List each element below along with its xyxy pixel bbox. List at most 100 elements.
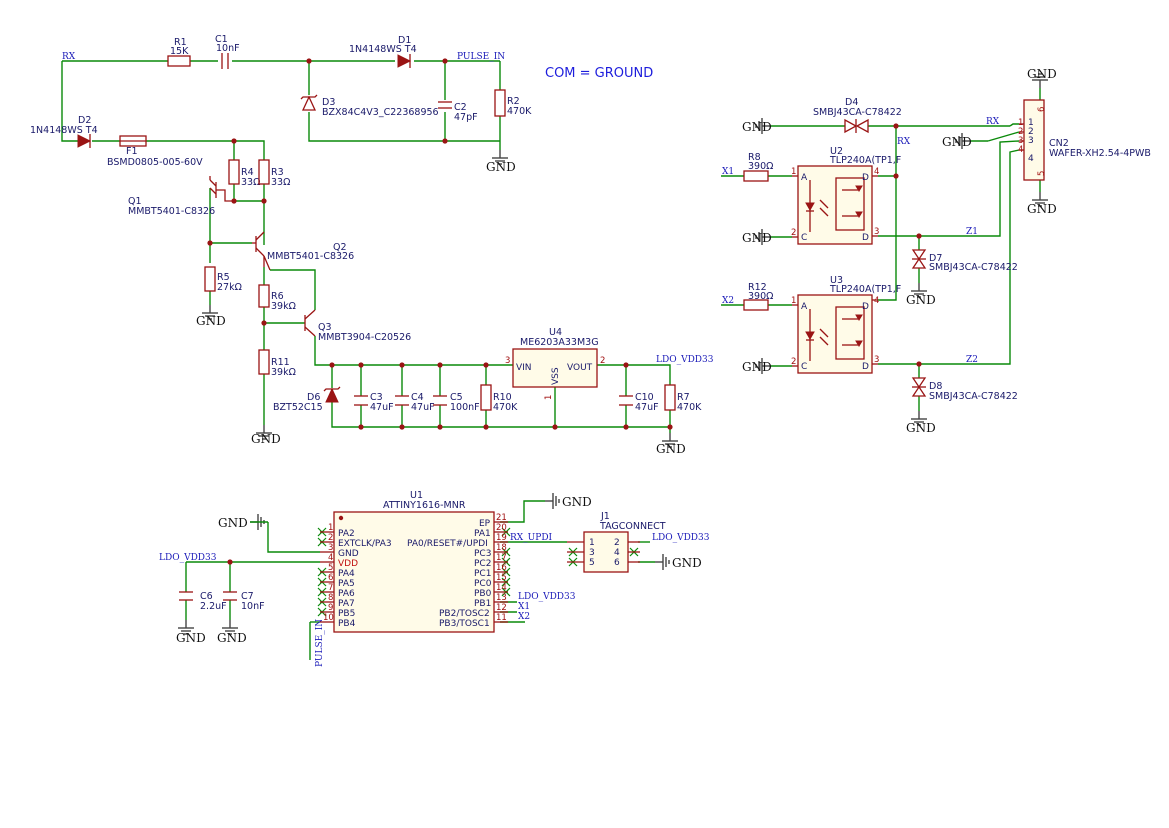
svg-text:19: 19 — [496, 533, 507, 543]
net-label-ldo-vdd33: LDO_VDD33 — [656, 355, 714, 365]
svg-text:PA5: PA5 — [338, 579, 355, 589]
svg-text:5: 5 — [328, 563, 333, 573]
svg-text:GND: GND — [1027, 202, 1057, 216]
svg-text:D6: D6 — [307, 392, 320, 403]
svg-text:2: 2 — [1018, 127, 1023, 137]
svg-text:GND: GND — [218, 516, 248, 530]
svg-text:1N4148WS T4: 1N4148WS T4 — [349, 44, 417, 55]
gnd-d8: GND — [906, 410, 936, 435]
capacitor-c4: C4 47uF — [395, 392, 435, 413]
svg-text:3: 3 — [1018, 136, 1023, 146]
svg-text:GND: GND — [251, 432, 281, 446]
svg-text:100nF: 100nF — [450, 402, 480, 413]
svg-text:GND: GND — [1027, 67, 1057, 81]
zener-d3: D3 BZX84C4V3_C22368956 — [300, 94, 439, 118]
svg-text:11: 11 — [496, 613, 507, 623]
svg-text:EP: EP — [479, 519, 491, 529]
svg-text:1: 1 — [589, 538, 595, 548]
capacitor-c6: C6 2.2uF — [179, 591, 227, 612]
svg-text:PA7: PA7 — [338, 599, 355, 609]
svg-text:R4: R4 — [241, 167, 254, 178]
svg-text:13: 13 — [496, 593, 507, 603]
svg-text:R8: R8 — [748, 152, 761, 163]
svg-text:SMBJ43CA-C78422: SMBJ43CA-C78422 — [813, 107, 902, 118]
svg-text:3: 3 — [328, 543, 333, 553]
input-section-wires — [61, 60, 671, 433]
svg-text:1: 1 — [791, 296, 796, 306]
svg-text:27kΩ: 27kΩ — [217, 282, 242, 293]
svg-text:14: 14 — [496, 583, 507, 593]
svg-text:EXTCLK/PA3: EXTCLK/PA3 — [338, 539, 392, 549]
svg-text:15: 15 — [496, 573, 507, 583]
svg-text:1N4148WS T4: 1N4148WS T4 — [30, 125, 98, 136]
svg-text:U1: U1 — [410, 490, 423, 501]
zener-d6: D6 BZT52C15 — [273, 386, 341, 413]
svg-text:47uF: 47uF — [370, 402, 394, 413]
svg-text:1: 1 — [1018, 118, 1023, 128]
svg-text:3: 3 — [1028, 136, 1034, 146]
gnd-cn2: GND — [942, 132, 972, 150]
tvs-d4: D4 SMBJ43CA-C78422 — [813, 97, 902, 134]
gnd-j1: GND — [654, 553, 702, 571]
svg-text:2: 2 — [791, 228, 796, 238]
gnd-u1-ep: GND — [544, 492, 592, 510]
transistor-q3: Q3 MMBT3904-C20526 — [304, 309, 411, 343]
net-label-pulse-in: PULSE_IN — [457, 52, 505, 62]
svg-text:3: 3 — [589, 548, 595, 558]
svg-text:TLP240A(TP1,F: TLP240A(TP1,F — [829, 155, 901, 166]
svg-text:D1: D1 — [398, 35, 411, 46]
svg-text:GND: GND — [742, 120, 772, 134]
transistor-q1: Q1 MMBT5401-C8326 — [128, 176, 234, 217]
net-label-x1: X1 — [722, 167, 734, 177]
svg-text:D8: D8 — [929, 381, 942, 392]
svg-text:SMBJ43CA-C78422: SMBJ43CA-C78422 — [929, 391, 1018, 402]
svg-text:R7: R7 — [677, 392, 690, 403]
capacitor-c10: C10 47uF — [619, 392, 659, 413]
svg-text:GND: GND — [906, 293, 936, 307]
gnd-r11: GND — [251, 424, 281, 446]
svg-text:2: 2 — [791, 357, 796, 367]
svg-text:R5: R5 — [217, 272, 230, 283]
svg-text:GND: GND — [338, 549, 359, 559]
svg-text:D: D — [862, 173, 869, 183]
svg-text:2: 2 — [328, 533, 333, 543]
svg-text:3: 3 — [874, 227, 879, 237]
resistor-r3: R3 33Ω — [258, 159, 290, 188]
svg-text:1: 1 — [791, 167, 796, 177]
svg-text:GND: GND — [217, 631, 247, 645]
svg-text:MMBT5401-C8326: MMBT5401-C8326 — [267, 251, 354, 262]
svg-text:2: 2 — [600, 356, 605, 366]
svg-text:GND: GND — [486, 160, 516, 174]
svg-text:R6: R6 — [271, 291, 284, 302]
svg-text:U4: U4 — [549, 327, 562, 338]
note-com-ground: COM = GROUND — [545, 66, 653, 81]
svg-text:BZX84C4V3_C22368956: BZX84C4V3_C22368956 — [322, 107, 439, 118]
svg-text:4: 4 — [874, 167, 879, 177]
gnd-u3: GND — [742, 357, 772, 375]
svg-text:C6: C6 — [200, 591, 213, 602]
connector-j1: 1 2 3 4 5 6 J1 TAGCONNECT — [567, 511, 666, 573]
svg-text:D7: D7 — [929, 253, 942, 264]
fuse-f1: F1 BSMD0805-005-60V — [107, 135, 203, 168]
svg-text:5: 5 — [589, 558, 595, 568]
svg-text:F1: F1 — [126, 146, 138, 157]
svg-text:PA0/RESET#/UPDI: PA0/RESET#/UPDI — [407, 539, 488, 549]
svg-text:PA4: PA4 — [338, 569, 355, 579]
svg-text:Q3: Q3 — [318, 322, 332, 333]
svg-text:BZT52C15: BZT52C15 — [273, 402, 323, 413]
svg-text:47uF: 47uF — [635, 402, 659, 413]
svg-text:A: A — [801, 173, 808, 183]
svg-text:GND: GND — [656, 442, 686, 456]
mcu-section-wires — [185, 500, 655, 660]
svg-text:PA2: PA2 — [338, 529, 355, 539]
svg-text:R11: R11 — [271, 357, 290, 368]
tvs-d7: D7 SMBJ43CA-C78422 — [911, 249, 1018, 273]
net-label-ldo-vdd33-pb0: LDO_VDD33 — [518, 592, 576, 602]
resistor-r1: R1 15K — [167, 37, 191, 67]
regulator-u4: VIN VOUT VSS 3 2 1 U4 ME6203A33M3G — [505, 327, 605, 400]
svg-text:PB2/TOSC2: PB2/TOSC2 — [439, 609, 490, 619]
svg-text:PB1: PB1 — [474, 599, 491, 609]
svg-text:PB4: PB4 — [338, 619, 356, 629]
svg-text:C4: C4 — [411, 392, 424, 403]
net-label-z1: Z1 — [966, 227, 978, 237]
